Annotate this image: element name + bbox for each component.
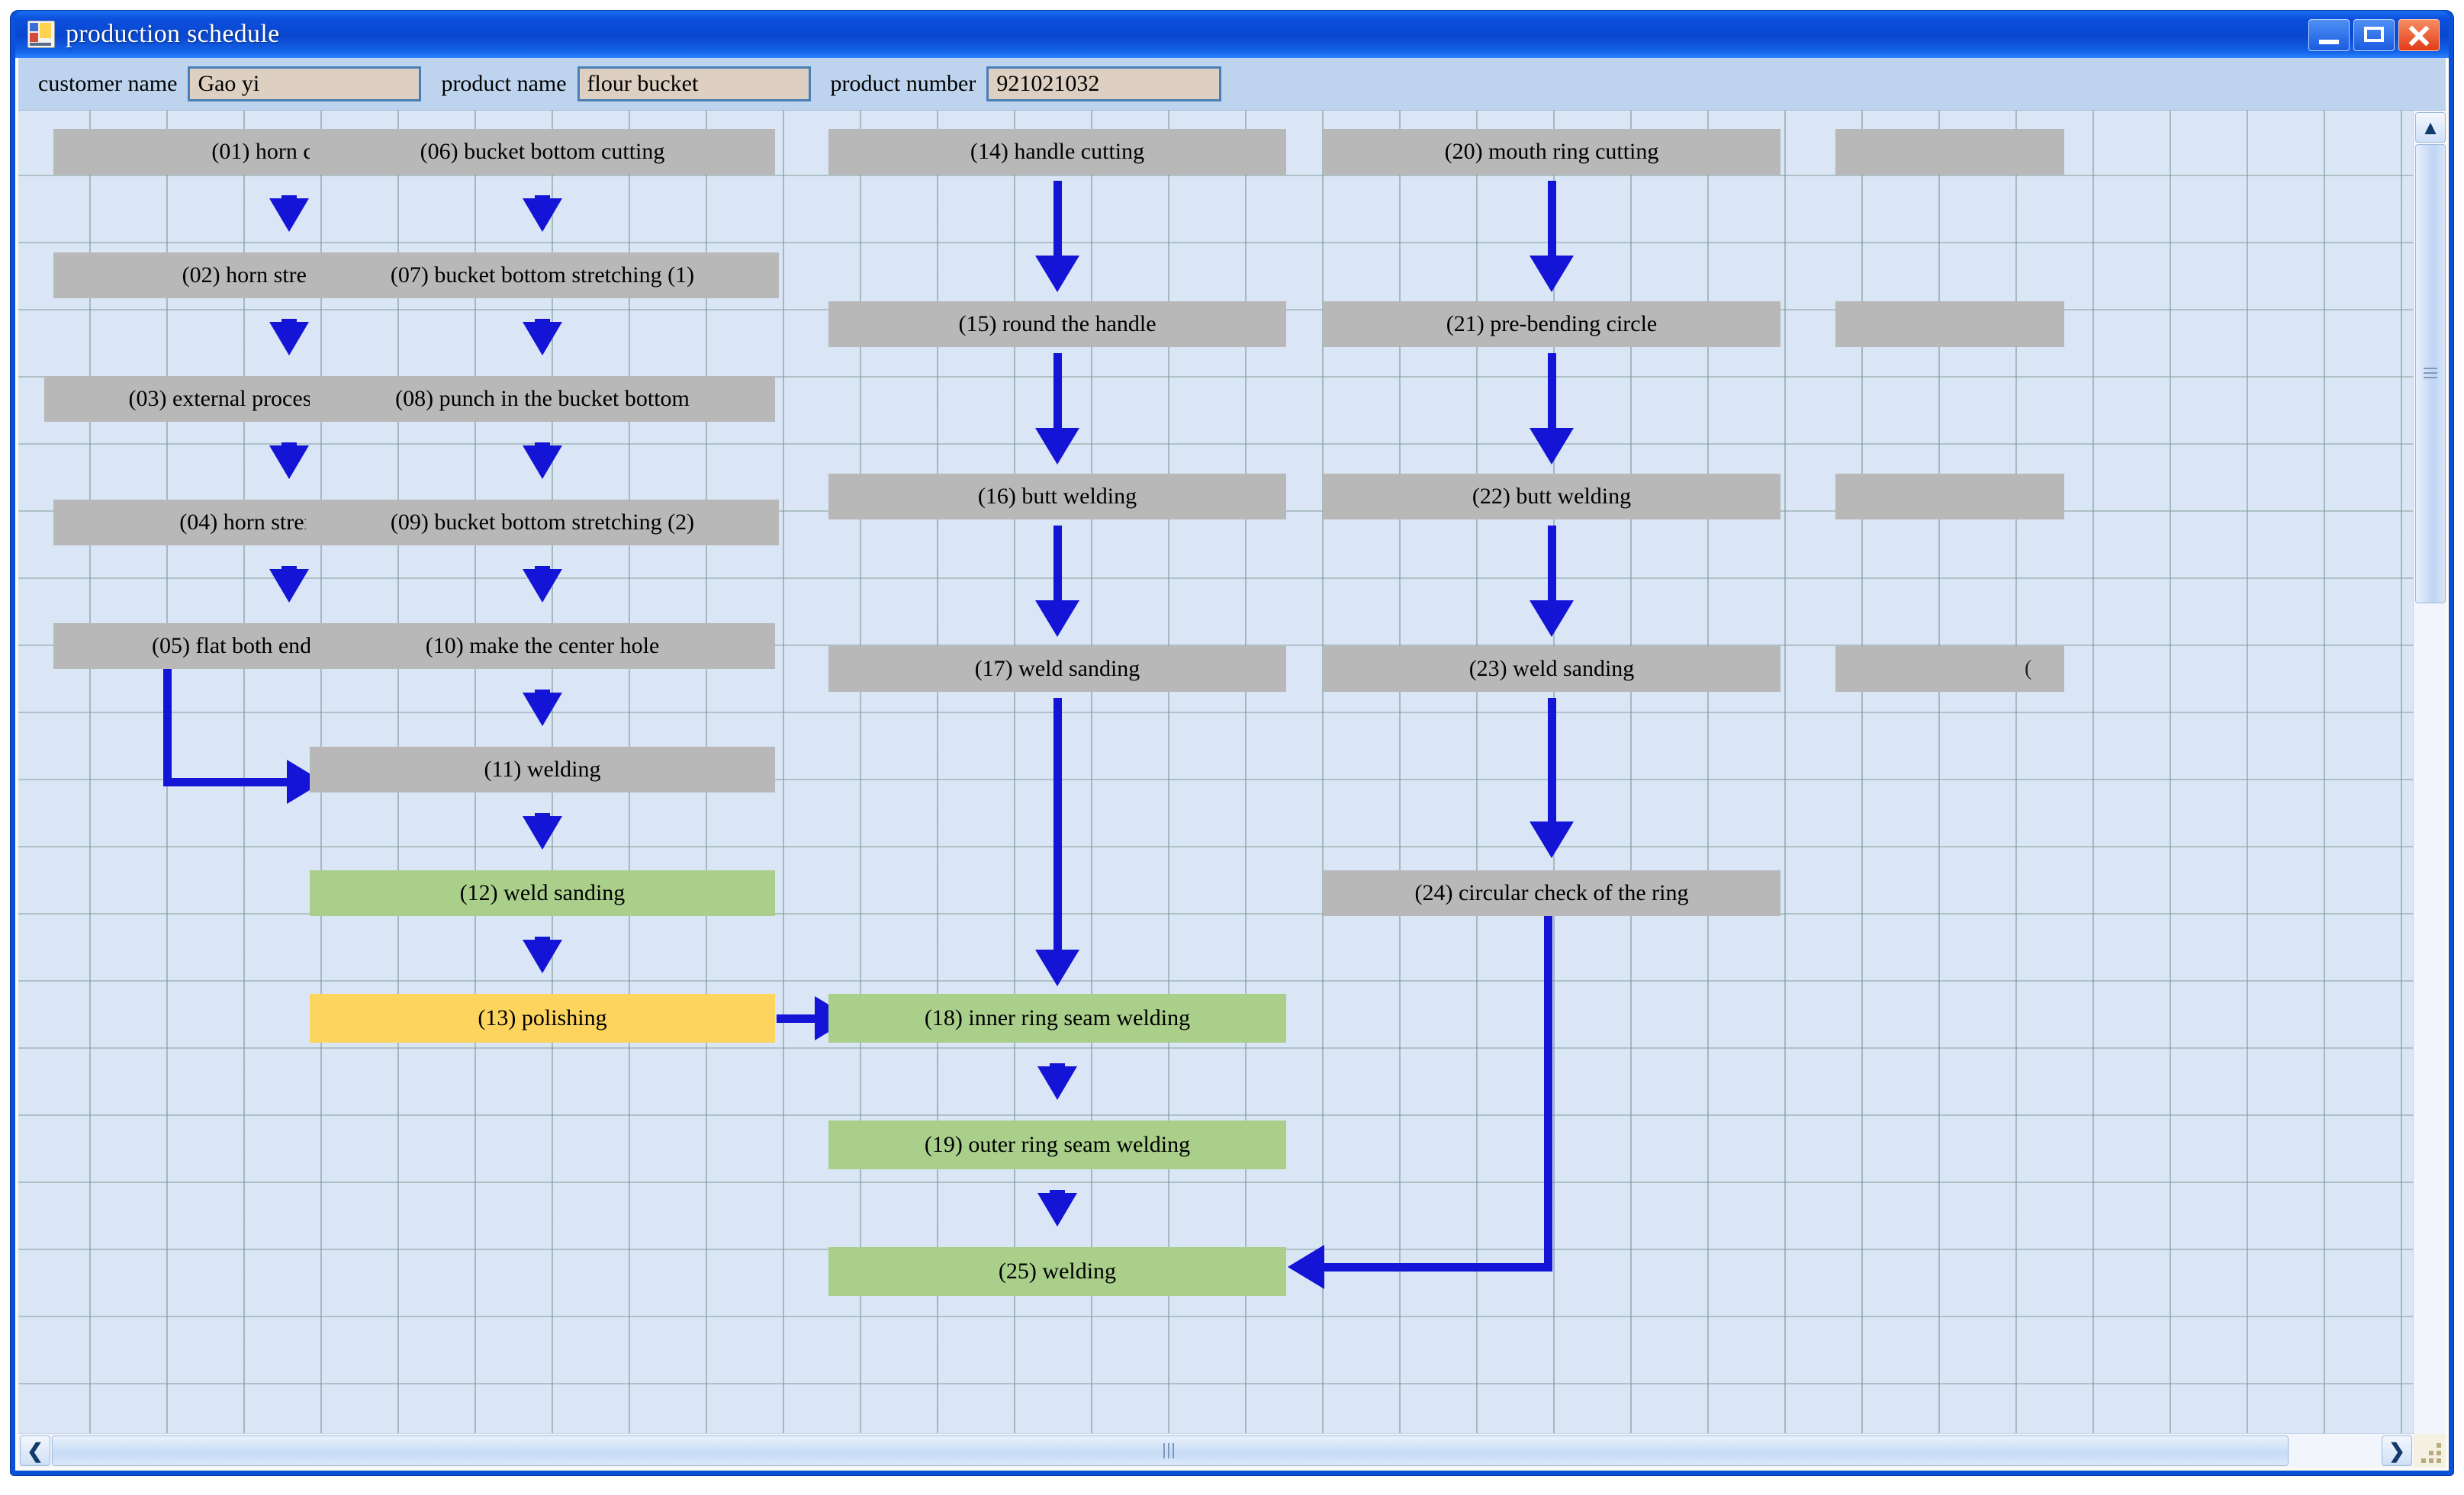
scroll-thumb-grip [1163,1443,1177,1458]
arrowhead-22-to-23 [1530,600,1574,637]
flow-node-clipped-3[interactable] [1835,474,2064,519]
edge-23-to-24-line [1548,698,1556,829]
product-name-label: product name [441,71,567,96]
arrowhead-15-to-16 [1035,428,1079,465]
flow-node-16[interactable]: (16) butt welding [828,474,1286,519]
flow-node-19[interactable]: (19) outer ring seam welding [828,1120,1286,1169]
edge-05-to-11-horizontal [163,778,293,786]
arrowhead-17-to-18 [1035,950,1079,986]
scroll-left-button[interactable]: ❮ [20,1436,50,1466]
form-header: customer name Gao yi product name flour … [18,58,2446,111]
window-title: production schedule [66,20,280,48]
edge-16-to-17-line [1053,526,1062,608]
flow-node-18[interactable]: (18) inner ring seam welding [828,994,1286,1043]
edge-13-to-18 [777,1014,822,1023]
flow-node-07[interactable]: (07) bucket bottom stretching (1) [306,252,779,298]
arrow-19-to-25 [1037,1190,1077,1227]
flow-node-11[interactable]: (11) welding [310,747,775,793]
arrow-06-to-07 [523,195,562,232]
arrowhead-23-to-24 [1530,821,1574,858]
edge-20-to-21-line [1548,181,1556,263]
edge-17-to-18-line [1053,698,1062,957]
flow-node-22[interactable]: (22) butt welding [1323,474,1780,519]
flow-node-clipped-4[interactable] [1835,646,2064,692]
scroll-right-button[interactable]: ❯ [2382,1436,2412,1466]
resize-grip[interactable] [2414,1434,2446,1468]
edge-21-to-22-line [1548,353,1556,436]
flow-node-24[interactable]: (24) circular check of the ring [1323,870,1780,916]
horizontal-scrollbar[interactable]: ❮ ❯ [18,1433,2414,1468]
scroll-thumb-grip [2424,368,2437,380]
vertical-scrollbar[interactable]: ▲ [2413,111,2446,1434]
close-button[interactable] [2398,19,2440,51]
flow-node-13[interactable]: (13) polishing [310,994,775,1043]
arrowhead-21-to-22 [1530,428,1574,465]
arrow-11-to-12 [523,813,562,850]
arrow-07-to-08 [523,319,562,355]
edge-15-to-16-line [1053,353,1062,436]
customer-name-label: customer name [38,71,178,96]
flow-node-10[interactable]: (10) make the center hole [310,623,775,669]
arrowhead-14-to-15 [1035,256,1079,292]
arrow-08-to-09 [523,442,562,479]
flow-node-09[interactable]: (09) bucket bottom stretching (2) [306,500,779,545]
flow-node-12[interactable]: (12) weld sanding [310,870,775,916]
arrow-18-to-19 [1037,1063,1077,1100]
flowchart-canvas[interactable]: (01) horn cutting (02) horn stretching (… [18,111,2414,1434]
flow-node-15[interactable]: (15) round the handle [828,301,1286,347]
arrow-10-to-11 [523,690,562,726]
flow-node-21[interactable]: (21) pre-bending circle [1323,301,1780,347]
arrow-03-to-04 [269,442,309,479]
product-number-input[interactable]: 921021032 [986,66,1222,101]
minimize-button[interactable] [2308,19,2350,51]
flow-node-17[interactable]: (17) weld sanding [828,646,1286,692]
vertical-scroll-thumb[interactable] [2415,144,2446,603]
edge-22-to-23-line [1548,526,1556,608]
arrow-01-to-02 [269,195,309,232]
maximize-button[interactable] [2353,19,2395,51]
arrow-09-to-10 [523,566,562,603]
arrowhead-20-to-21 [1530,256,1574,292]
arrowhead-24-to-25 [1288,1245,1324,1289]
scroll-up-button[interactable]: ▲ [2415,112,2446,143]
flow-node-14[interactable]: (14) handle cutting [828,129,1286,175]
arrowhead-16-to-17 [1035,600,1079,637]
arrow-12-to-13 [523,937,562,973]
flow-node-20[interactable]: (20) mouth ring cutting [1323,129,1780,175]
client-area: customer name Gao yi product name flour … [15,58,2449,1471]
window-controls [2308,19,2440,51]
flow-node-clipped-1[interactable] [1835,129,2064,175]
edge-05-to-11-vertical [163,669,172,786]
product-name-input[interactable]: flour bucket [577,66,811,101]
flow-node-06[interactable]: (06) bucket bottom cutting [310,129,775,175]
edge-24-to-25-horizontal [1324,1263,1549,1272]
product-number-label: product number [830,71,976,96]
edge-14-to-15-line [1053,181,1062,263]
arrow-02-to-03 [269,319,309,355]
flow-node-25[interactable]: (25) welding [828,1247,1286,1296]
customer-name-input[interactable]: Gao yi [188,66,422,101]
flow-node-08[interactable]: (08) punch in the bucket bottom [310,376,775,422]
title-bar[interactable]: production schedule [15,11,2449,58]
horizontal-scroll-thumb[interactable] [52,1436,2289,1466]
application-icon [27,21,55,48]
application-window: production schedule customer name Gao yi… [11,11,2453,1475]
flow-node-clipped-2[interactable] [1835,301,2064,347]
arrow-04-to-05 [269,566,309,603]
edge-24-to-25-vertical [1544,916,1552,1272]
flow-node-23[interactable]: (23) weld sanding [1323,646,1780,692]
clipped-text-marker: ( [2025,657,2032,680]
